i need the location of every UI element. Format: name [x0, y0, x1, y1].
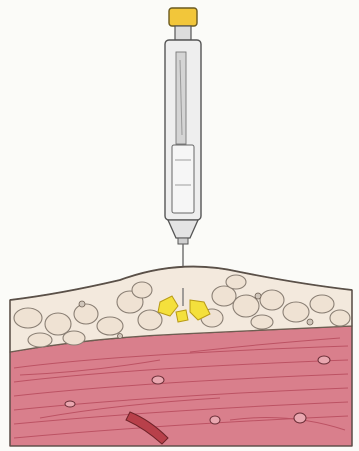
pen-cartridge-window: [172, 145, 194, 213]
pen-injector: [165, 8, 201, 300]
skin-cross-section: [10, 267, 352, 446]
dose-knob-cap: [169, 8, 197, 26]
pen-neck: [175, 26, 191, 40]
pen-tip: [168, 220, 198, 238]
